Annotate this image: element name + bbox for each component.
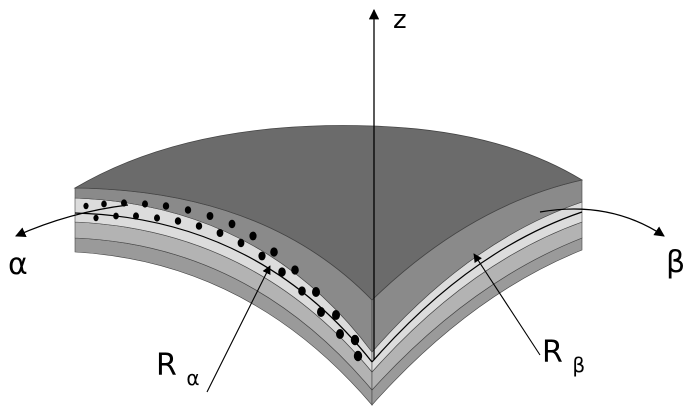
fiber-dot: [237, 238, 245, 248]
fiber-dot: [270, 247, 278, 257]
z-axis-label: z: [393, 5, 407, 35]
fiber-dot: [332, 310, 340, 320]
alpha-midline: [74, 212, 373, 363]
fiber-dot: [113, 212, 119, 220]
beta-axis-arrow: [539, 208, 665, 237]
fiber-dot: [278, 267, 286, 277]
alpha-axis-label: α: [8, 247, 28, 282]
alpha-axis-arrow: [15, 204, 129, 237]
r-alpha-label: R α: [156, 348, 200, 390]
fiber-dot: [174, 217, 182, 225]
r-beta-pointer: [473, 253, 541, 356]
fiber-dot: [93, 214, 99, 222]
fiber-dot: [291, 265, 299, 275]
top-surface: [73, 125, 584, 301]
fiber-dot: [154, 214, 160, 222]
fiber-dot: [206, 212, 214, 220]
fiber-dot: [228, 219, 236, 229]
fiber-dot: [184, 206, 192, 214]
fiber-dot: [312, 287, 320, 297]
fiber-dot: [216, 229, 224, 237]
right-face-layers: [371, 179, 583, 406]
fiber-dot: [101, 200, 107, 208]
fiber-dot: [353, 350, 363, 362]
beta-axis-label: β: [666, 245, 685, 280]
fiber-dot: [336, 329, 344, 339]
fiber-dot: [298, 286, 306, 296]
fiber-dot: [350, 334, 360, 346]
fiber-dot: [258, 251, 266, 261]
fiber-dot: [317, 307, 325, 317]
r-beta-subscript: β: [572, 353, 585, 377]
r-beta-label: R β: [542, 335, 585, 377]
fiber-dot: [133, 212, 139, 220]
fiber-dots: [83, 199, 363, 362]
beta-midline: [371, 211, 583, 363]
r-alpha-pointer: [206, 265, 271, 393]
r-alpha-subscript: α: [186, 366, 199, 390]
fiber-dot: [83, 202, 89, 210]
r-beta-main: R: [542, 335, 563, 370]
fiber-dot: [249, 231, 257, 241]
fiber-dot: [142, 200, 148, 208]
r-alpha-main: R: [156, 348, 177, 383]
fiber-dot: [195, 222, 203, 230]
fiber-dot: [162, 202, 170, 210]
